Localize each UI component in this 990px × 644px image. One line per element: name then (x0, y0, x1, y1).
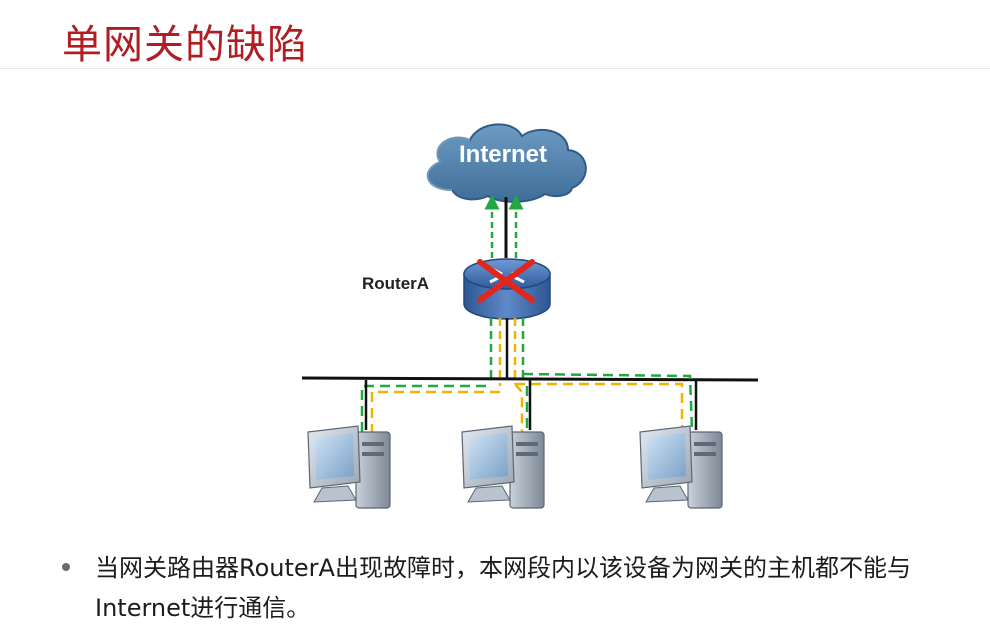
router-lan-wires (489, 318, 525, 384)
cloud-label: Internet (459, 141, 547, 168)
bullet-text: 当网关路由器RouterA出现故障时，本网段内以该设备为网关的主机都不能与Int… (95, 554, 911, 622)
bullet-dot-icon (62, 563, 70, 571)
pc-icon (307, 425, 391, 509)
uplink-traffic-arrows (484, 194, 524, 258)
router-icon (463, 258, 551, 320)
lan-bus (301, 376, 759, 382)
pc-drop-wires (364, 380, 698, 430)
pc-icon (639, 425, 723, 509)
yellow-traffic-path (370, 382, 684, 434)
slide-title: 单网关的缺陷 (62, 22, 308, 68)
failure-x-icon (477, 259, 535, 303)
green-traffic-path (360, 372, 694, 432)
network-diagram: Internet RouterA (301, 123, 759, 509)
title-divider (0, 68, 990, 69)
router-label: RouterA (362, 274, 429, 293)
pc-icon (461, 425, 545, 509)
